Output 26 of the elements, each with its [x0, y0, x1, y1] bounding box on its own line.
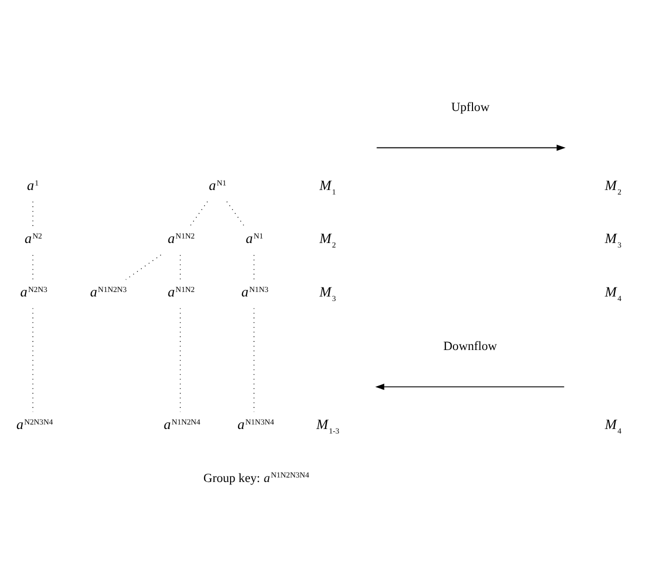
node-text: a$^{N1N3}$	[241, 284, 268, 301]
node-text: a$^{N1N2N4}$	[164, 417, 200, 434]
label: M$_{3}$	[604, 231, 622, 250]
label: Group key: a$^{N1N2N3N4}$	[203, 470, 310, 485]
label: M$_{4}$	[604, 284, 622, 304]
node-text: a$^{N1N2}$	[168, 284, 195, 301]
label: M$_{2}$	[604, 178, 622, 196]
connector	[125, 254, 162, 280]
node-text: a$^{N1}$	[246, 231, 264, 248]
node-text: a$^{N2}$	[24, 231, 42, 248]
label: Downflow	[443, 339, 497, 354]
node-text: a$^{N1}$	[208, 178, 226, 194]
connector	[190, 201, 208, 226]
node-text: a$^{1}$	[26, 178, 39, 194]
node-text: a$^{N1N2}$	[168, 231, 195, 248]
label: M$_{1-3}$	[316, 417, 340, 436]
label: Upflow	[451, 100, 490, 114]
connector	[226, 201, 245, 226]
node-text: a$^{N1N2N3}$	[90, 284, 127, 301]
label: M$_{1}$	[319, 178, 336, 196]
label: M$_{3}$	[319, 284, 336, 304]
node-text: a$^{N2N3}$	[20, 284, 48, 301]
label: M$_{2}$	[319, 231, 336, 250]
node-text: a$^{N1N3N4}$	[238, 417, 274, 434]
label: M$_{4}$	[604, 417, 622, 436]
node-text: a$^{N2N3N4}$	[16, 417, 53, 434]
